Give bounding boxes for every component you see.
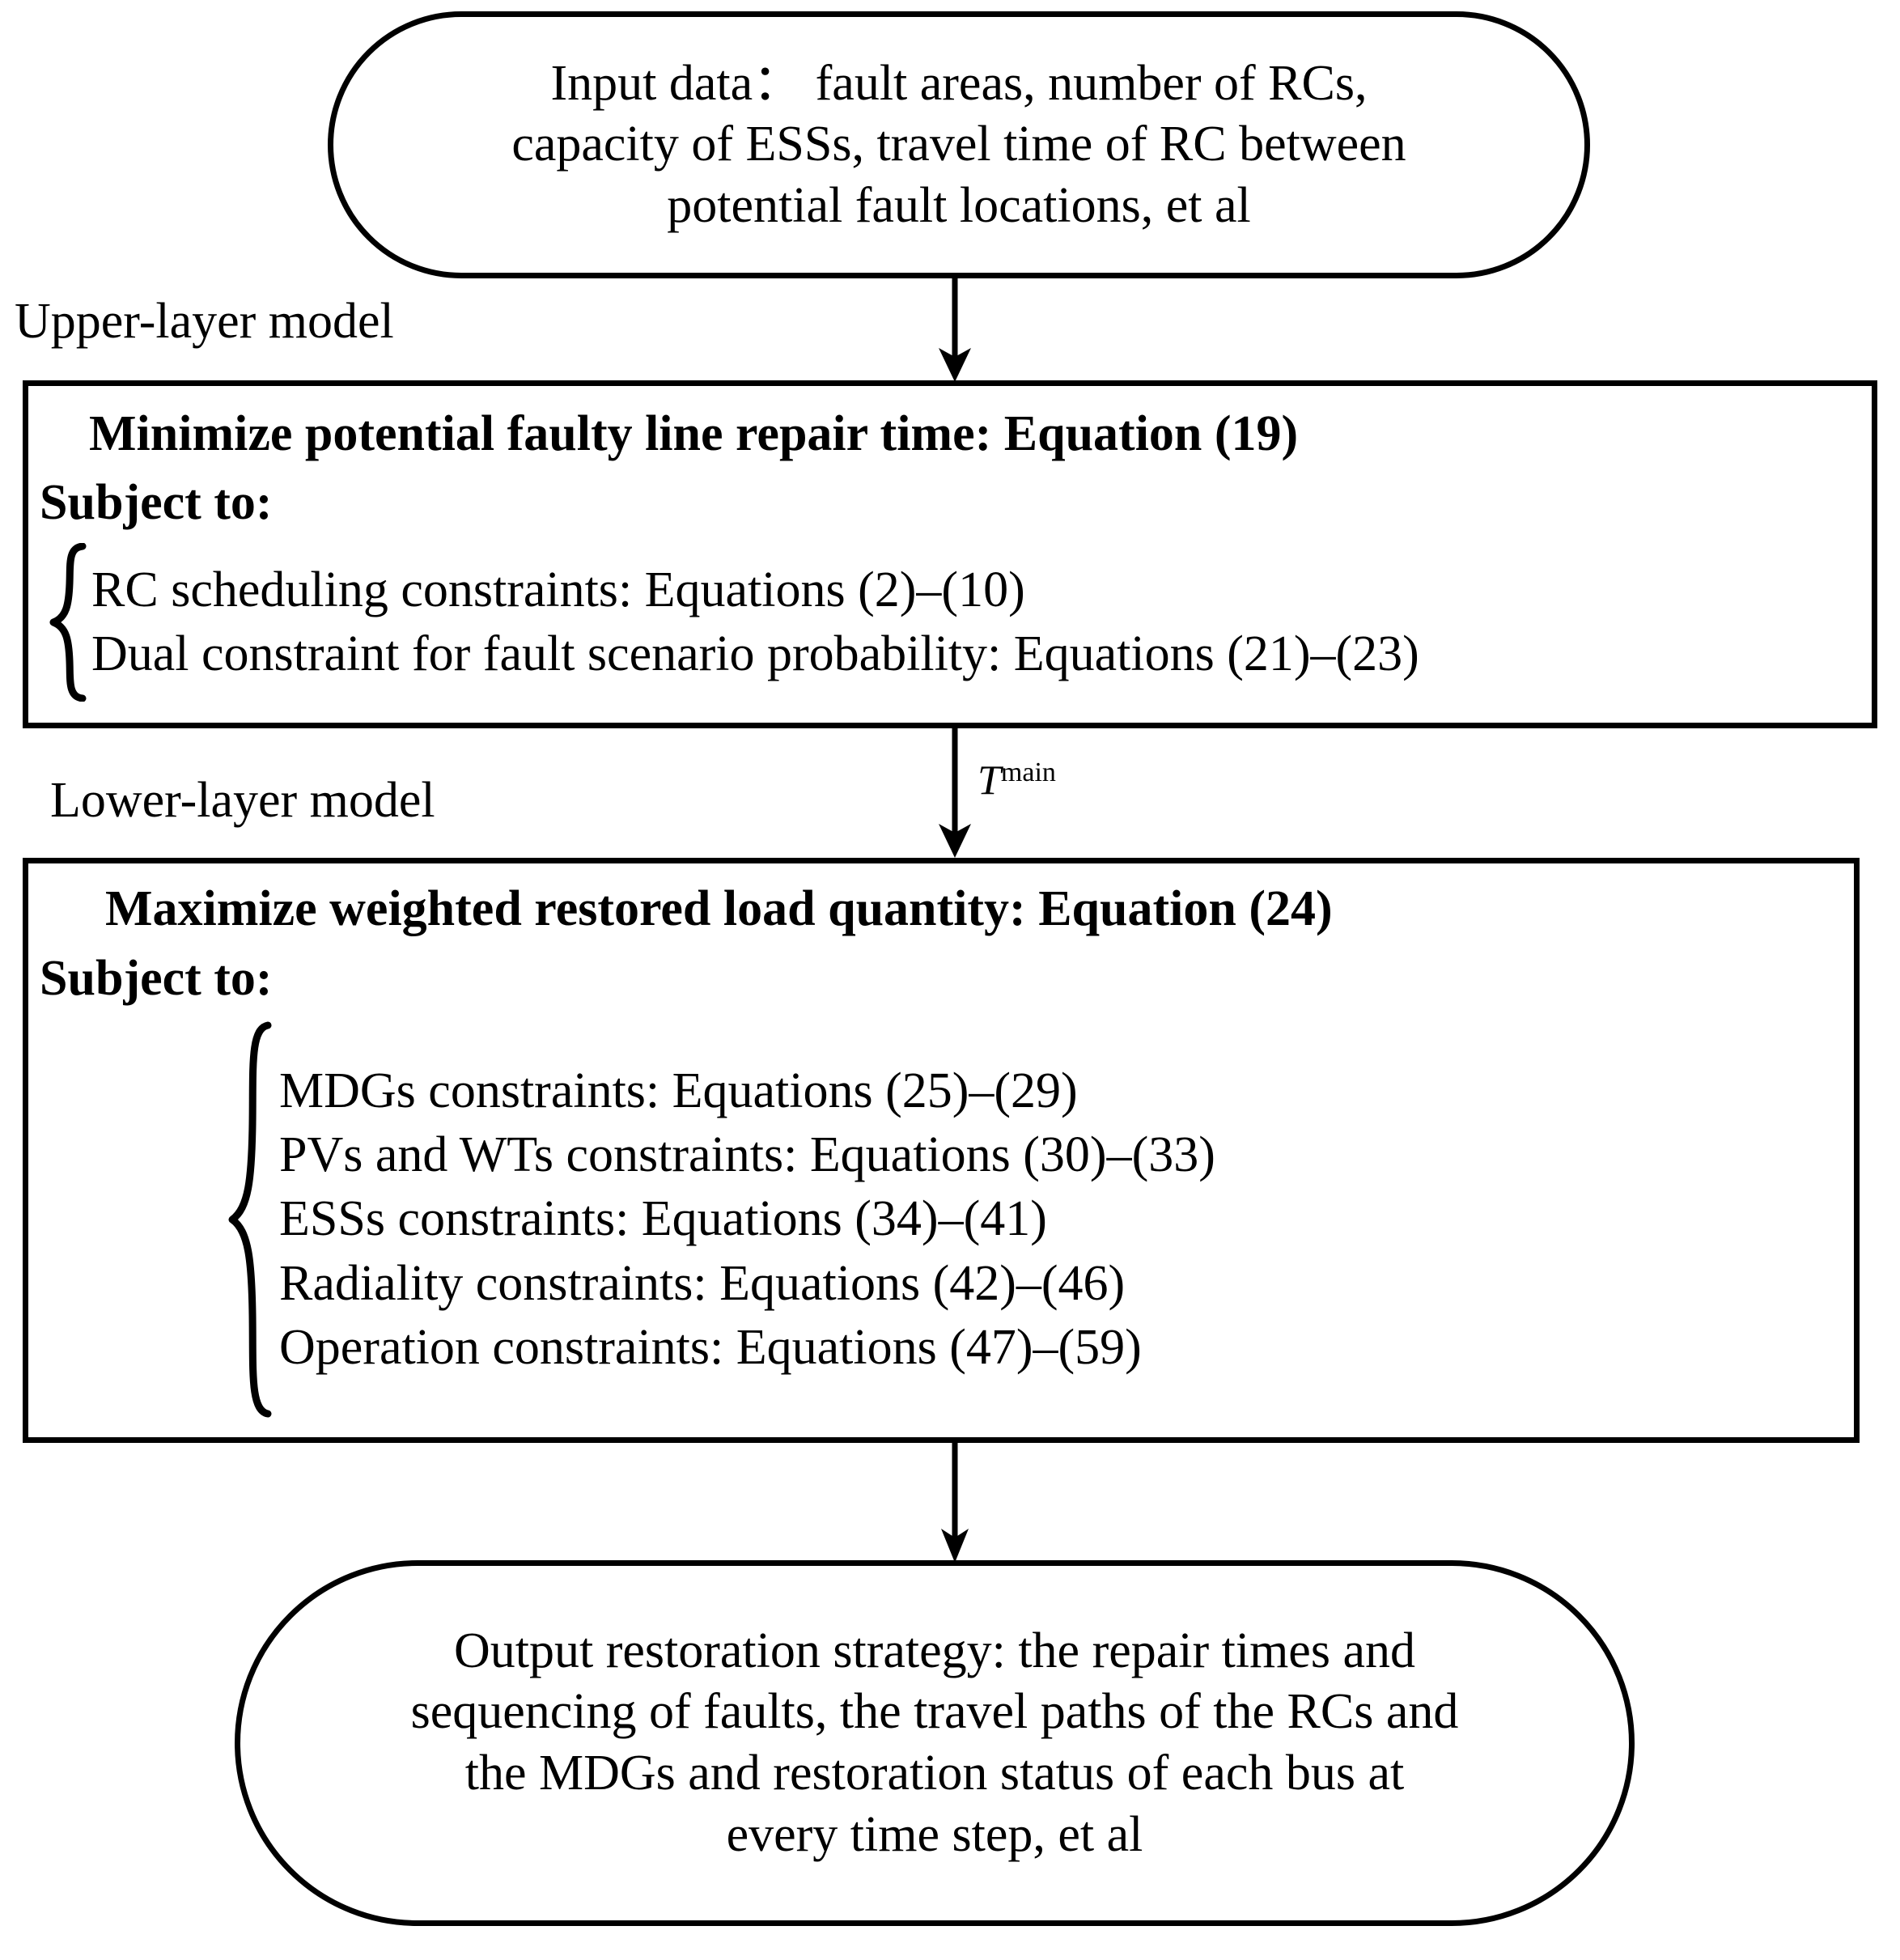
arrow-input-to-upper <box>931 278 979 384</box>
constraint-item: RC scheduling constraints: Equations (2)… <box>91 562 1025 617</box>
lower-layer-constraint-list: MDGs constraints: Equations (25)–(29) PV… <box>279 1017 1215 1422</box>
edge-label-symbol: T <box>978 757 1001 804</box>
edge-label-superscript: main <box>1000 757 1056 787</box>
constraint-item: Dual constraint for fault scenario proba… <box>91 626 1419 681</box>
output-line-4: every time step, et al <box>726 1806 1143 1862</box>
upper-layer-constraint-list: RC scheduling constraints: Equations (2)… <box>91 541 1419 703</box>
upper-layer-label: Upper-layer model <box>15 294 394 349</box>
output-line-1: Output restoration strategy: the repair … <box>453 1623 1415 1678</box>
output-line-2: sequencing of faults, the travel paths o… <box>410 1684 1459 1740</box>
upper-layer-model-box: Minimize potential faulty line repair ti… <box>23 380 1877 728</box>
lower-layer-objective: Maximize weighted restored load quantity… <box>105 881 1333 936</box>
curly-brace-icon <box>46 541 91 703</box>
edge-label-tmain: Tmain <box>978 759 1056 802</box>
upper-layer-subject-to: Subject to: <box>40 475 273 530</box>
arrow-lower-to-output <box>931 1443 979 1564</box>
upper-layer-objective: Minimize potential faulty line repair ti… <box>89 406 1299 461</box>
input-data-line-3: potential fault locations, et al <box>667 177 1251 233</box>
lower-layer-constraints-group: MDGs constraints: Equations (25)–(29) PV… <box>223 1017 1857 1422</box>
constraint-item: Radiality constraints: Equations (42)–(4… <box>279 1255 1126 1311</box>
constraint-item: MDGs constraints: Equations (25)–(29) <box>279 1063 1078 1118</box>
curly-brace-icon <box>223 1017 279 1422</box>
output-terminal: Output restoration strategy: the repair … <box>235 1560 1635 1926</box>
output-text: Output restoration strategy: the repair … <box>411 1621 1459 1866</box>
lower-layer-label: Lower-layer model <box>50 773 435 828</box>
arrow-upper-to-lower <box>931 728 979 859</box>
lower-layer-model-box: Maximize weighted restored load quantity… <box>23 858 1860 1443</box>
constraint-item: ESSs constraints: Equations (34)–(41) <box>279 1191 1047 1247</box>
input-data-line-1: Input data： fault areas, number of RCs, <box>550 55 1368 111</box>
constraint-item: Operation constraints: Equations (47)–(5… <box>279 1320 1142 1376</box>
upper-layer-constraints-group: RC scheduling constraints: Equations (2)… <box>46 541 1875 703</box>
input-data-line-2: capacity of ESSs, travel time of RC betw… <box>511 117 1406 172</box>
input-data-terminal: Input data： fault areas, number of RCs, … <box>328 11 1590 278</box>
constraint-item: PVs and WTs constraints: Equations (30)–… <box>279 1126 1215 1182</box>
input-data-text: Input data： fault areas, number of RCs, … <box>511 53 1406 237</box>
lower-layer-subject-to: Subject to: <box>40 951 273 1006</box>
output-line-3: the MDGs and restoration status of each … <box>464 1746 1405 1801</box>
